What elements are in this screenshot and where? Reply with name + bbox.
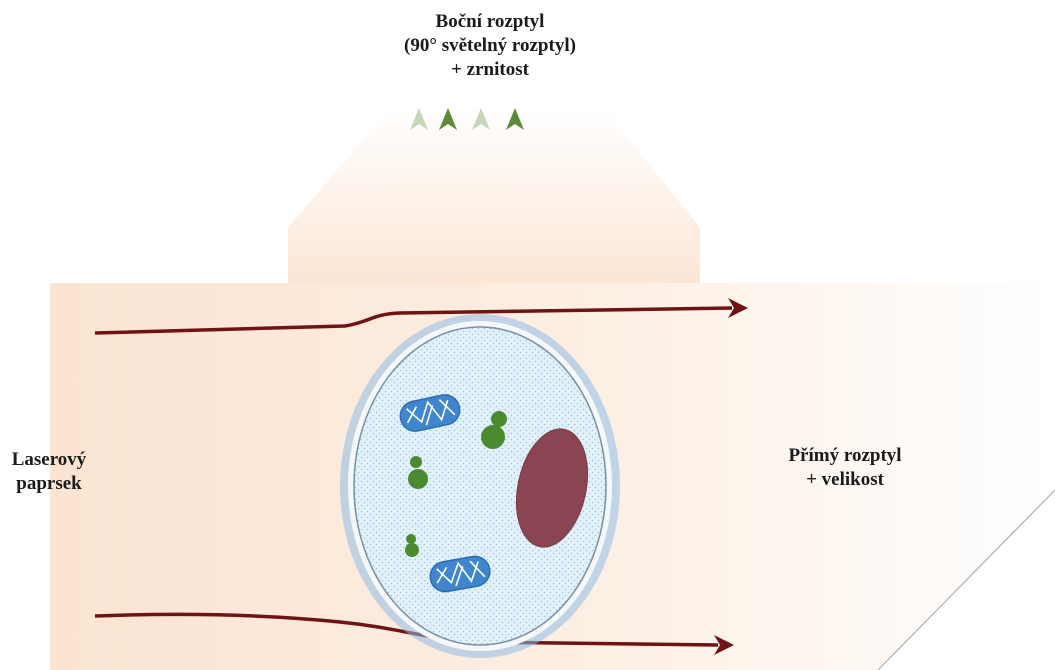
laser-beam-line-1: Laserový [6,448,92,472]
side-scatter-line-2: (90° světelný rozptyl) [340,34,640,58]
laser-beam-label: Laserový paprsek [6,448,92,496]
background-glow-vertical [288,105,700,283]
forward-scatter-line-2: + velikost [760,468,930,492]
laser-beam-line-2: paprsek [6,472,92,496]
forward-scatter-line-1: Přímý rozptyl [760,444,930,468]
side-scatter-line-1: Boční rozptyl [340,10,640,34]
side-scatter-label: Boční rozptyl (90° světelný rozptyl) + z… [340,10,640,82]
side-scatter-line-3: + zrnitost [340,58,640,82]
forward-scatter-label: Přímý rozptyl + velikost [760,444,930,492]
